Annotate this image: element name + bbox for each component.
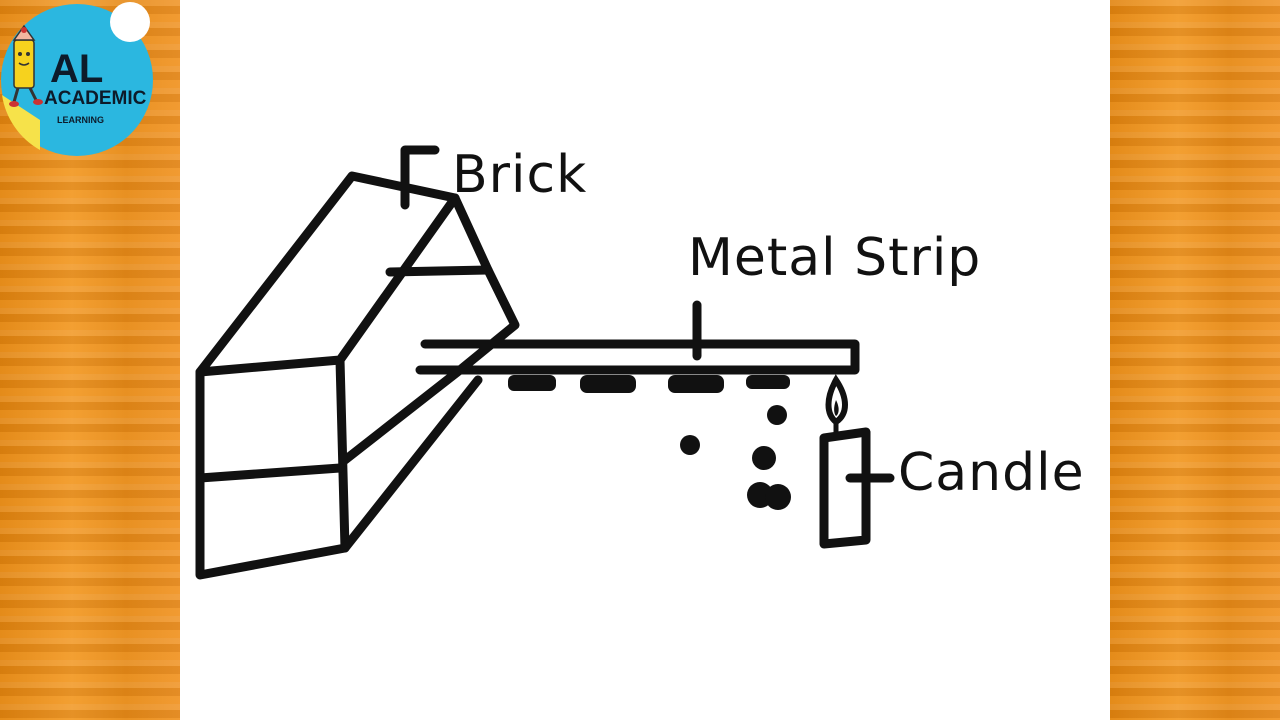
pencil-mascot-icon xyxy=(9,24,43,107)
brick-label-bracket xyxy=(400,145,440,210)
brick-side-face xyxy=(340,193,520,465)
wax-drop xyxy=(752,446,776,470)
wax-drop xyxy=(765,484,791,510)
wax-drop xyxy=(767,405,787,425)
wax-pin xyxy=(668,375,724,393)
candle-body xyxy=(819,427,871,549)
wax-pin xyxy=(508,375,556,391)
brick-middle-line xyxy=(195,463,345,483)
label-metal-strip: Metal Strip xyxy=(688,228,981,288)
logo-circle xyxy=(1,4,153,156)
wax-pin xyxy=(746,375,790,389)
logo-tagline: LEARNING xyxy=(57,115,104,125)
label-candle: Candle xyxy=(898,443,1085,503)
wax-pin xyxy=(580,375,636,393)
metal-strip xyxy=(415,339,860,375)
logo-initials: AL xyxy=(50,47,103,91)
wood-background-right xyxy=(1110,0,1280,720)
brick-lower-side xyxy=(340,375,483,553)
brick-inner-edge xyxy=(385,265,493,277)
candle-flame xyxy=(825,374,848,432)
logo-yellow-accent xyxy=(2,95,40,150)
logo-white-accent xyxy=(110,2,150,42)
wax-pins-group xyxy=(508,375,790,393)
logo-name: ACADEMIC xyxy=(44,88,147,109)
wax-drops-group xyxy=(680,405,791,510)
wax-drop xyxy=(680,435,700,455)
label-brick: Brick xyxy=(452,145,587,205)
academic-learning-logo: AL ACADEMIC LEARNING xyxy=(1,2,153,156)
